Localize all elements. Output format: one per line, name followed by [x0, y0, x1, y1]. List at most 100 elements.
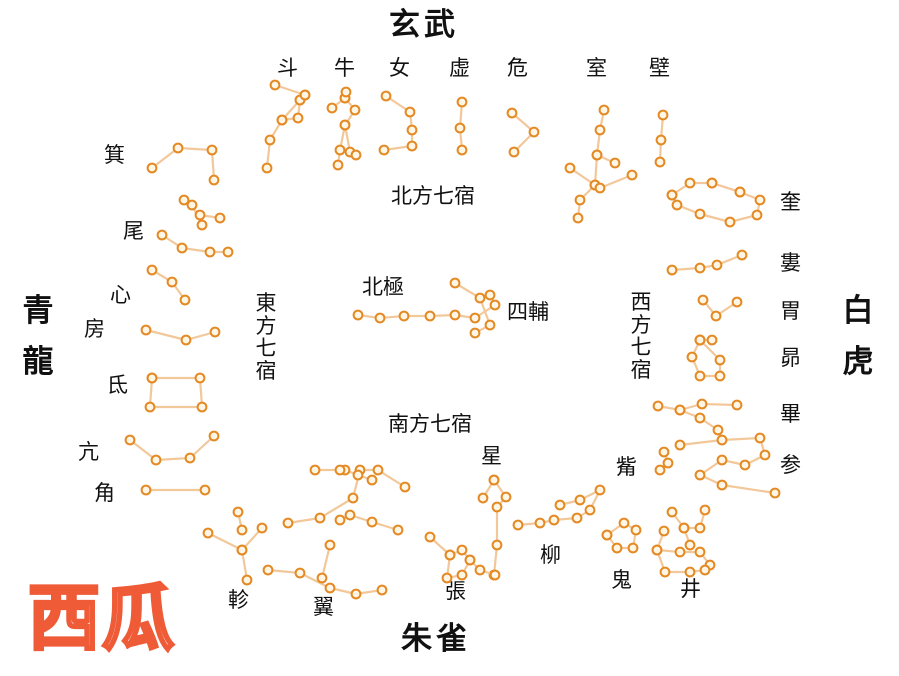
star [706, 177, 718, 189]
star [156, 229, 168, 241]
star [601, 529, 613, 541]
mansion-xu-label: 虚 [449, 56, 470, 80]
constellation-line [382, 94, 414, 152]
star [659, 566, 671, 578]
star [236, 524, 248, 536]
mansion-wei-north-label: 危 [507, 56, 528, 80]
mansion-di-label: 氐 [107, 373, 128, 397]
constellation-kang [124, 430, 220, 466]
constellation-jiao [140, 484, 211, 496]
star [424, 531, 436, 543]
star [392, 524, 404, 536]
constellation-di [144, 372, 208, 413]
star [754, 194, 766, 206]
star [399, 481, 411, 493]
mansion-shen-label: 参 [780, 453, 801, 477]
star [196, 219, 208, 231]
star [684, 539, 696, 551]
constellation-line [670, 508, 707, 530]
star [309, 464, 321, 476]
star [710, 310, 722, 322]
constellation-wei [506, 107, 540, 158]
star [146, 372, 158, 384]
constellation-line [656, 402, 739, 412]
constellation-dou [261, 79, 311, 174]
star [372, 464, 384, 476]
star [276, 114, 288, 126]
constellation-line [148, 376, 204, 409]
star [146, 264, 158, 276]
mansion-shi-label: 室 [586, 56, 607, 80]
star [500, 491, 512, 503]
star [654, 464, 666, 476]
star [574, 494, 586, 506]
mansion-liu-label: 柳 [540, 543, 561, 567]
star [731, 399, 743, 411]
star [491, 539, 503, 551]
star [334, 144, 346, 156]
star [548, 514, 560, 526]
mansion-zhang-label: 張 [445, 579, 466, 603]
star [469, 312, 481, 324]
star [699, 504, 711, 516]
mansion-jing-label: 井 [680, 577, 701, 601]
star [380, 90, 392, 102]
star [456, 96, 468, 108]
star [716, 434, 728, 446]
star [194, 209, 206, 221]
star [697, 294, 709, 306]
star [712, 424, 724, 436]
star [208, 430, 220, 442]
star [506, 107, 518, 119]
star [456, 569, 468, 581]
star [146, 162, 158, 174]
star [352, 469, 364, 481]
constellation-line [598, 173, 634, 190]
star [398, 310, 410, 322]
star [172, 142, 184, 154]
star [264, 134, 276, 146]
star [441, 572, 453, 584]
star [671, 199, 683, 211]
star [658, 525, 670, 537]
constellation-wei_e [156, 194, 234, 258]
star [269, 79, 281, 91]
star [324, 582, 336, 594]
star [334, 464, 346, 476]
star [734, 186, 746, 198]
star [489, 299, 501, 311]
star [736, 249, 748, 261]
star [666, 264, 678, 276]
star [618, 517, 630, 529]
star [474, 292, 486, 304]
mansion-zhen-label: 軫 [228, 588, 249, 612]
mansion-nu-label: 女 [389, 56, 410, 80]
star [299, 89, 311, 101]
mansion-yi-label: 翼 [313, 595, 334, 619]
star [222, 246, 234, 258]
star [454, 122, 466, 134]
star [694, 469, 706, 481]
star [491, 501, 503, 513]
constellation-line [670, 253, 744, 272]
mansion-bi-label: 壁 [649, 56, 670, 80]
star [352, 309, 364, 321]
section-east-label: 東方七宿 [255, 291, 277, 384]
mansion-niu-label: 牛 [334, 56, 355, 80]
star [694, 546, 706, 558]
star [594, 484, 606, 496]
star [282, 517, 294, 529]
constellation-wei_w [697, 294, 743, 322]
star [666, 189, 678, 201]
star [477, 492, 489, 504]
star [214, 212, 226, 224]
star [292, 112, 304, 124]
mansion-kui-label: 奎 [780, 190, 801, 214]
north-pole-label: 北極 [362, 275, 404, 299]
star [751, 209, 763, 221]
star [769, 487, 781, 499]
star [366, 516, 378, 528]
mansion-mao-label: 昴 [780, 346, 801, 370]
constellation-niu [326, 86, 362, 171]
constellation-xing [477, 474, 512, 581]
